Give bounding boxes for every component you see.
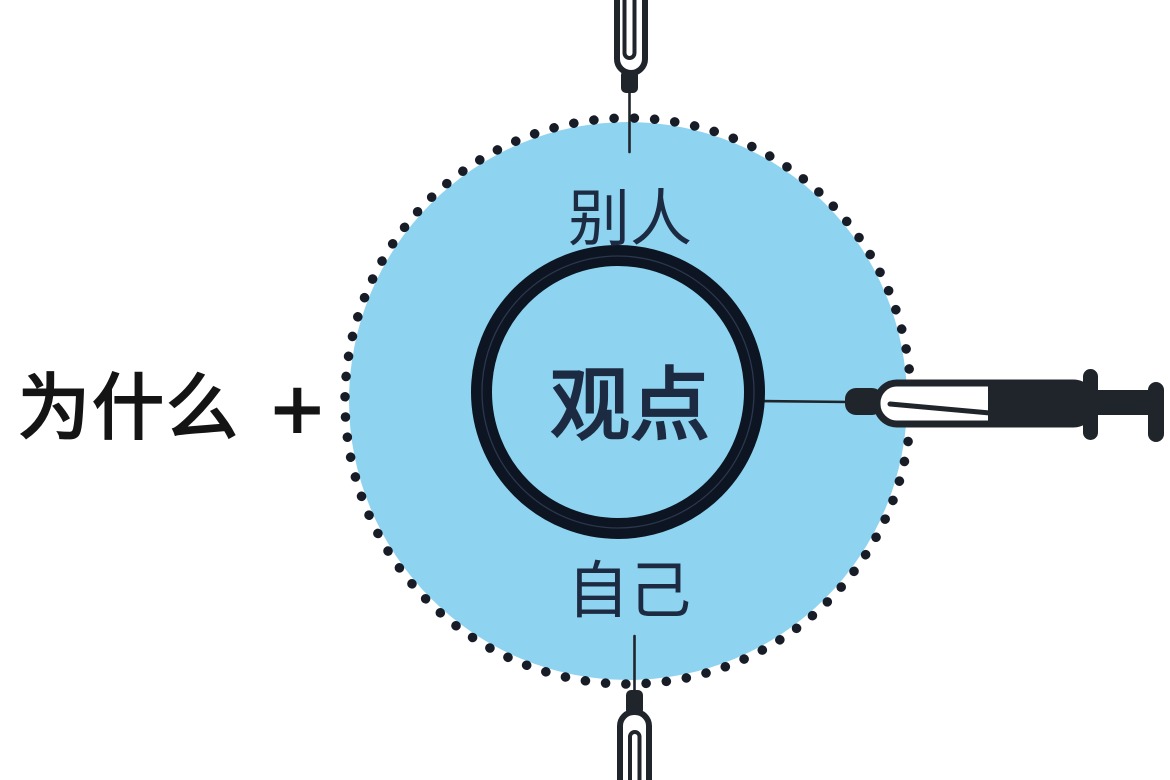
inner-circle-label: 观点 bbox=[550, 358, 710, 452]
syringe-liquid bbox=[988, 383, 1091, 424]
syringe-flange bbox=[1083, 369, 1098, 440]
syringe-plunger-shaft bbox=[887, 401, 993, 416]
inner-circle-ring-highlight bbox=[481, 255, 755, 529]
left-prompt-label: 为什么 + bbox=[18, 365, 329, 450]
outer-zone-top-label: 别人 bbox=[568, 182, 692, 255]
syringe-hub bbox=[626, 690, 643, 715]
outer-zone-bottom-label: 自己 bbox=[567, 554, 691, 627]
syringe-plunger-rod bbox=[1097, 390, 1154, 415]
syringe-plunger-rod bbox=[628, 730, 642, 780]
syringe-thumb-rest bbox=[1148, 382, 1164, 442]
syringe-needle bbox=[758, 399, 852, 404]
syringe-hub bbox=[621, 70, 638, 93]
outer-zone-circle bbox=[349, 122, 907, 680]
syringe-top-icon bbox=[614, 0, 648, 154]
syringe-bottom-icon bbox=[617, 634, 652, 780]
syringe-hub bbox=[845, 388, 883, 415]
syringe-right-icon bbox=[758, 369, 1164, 442]
syringe-plunger-rod bbox=[622, 0, 637, 60]
